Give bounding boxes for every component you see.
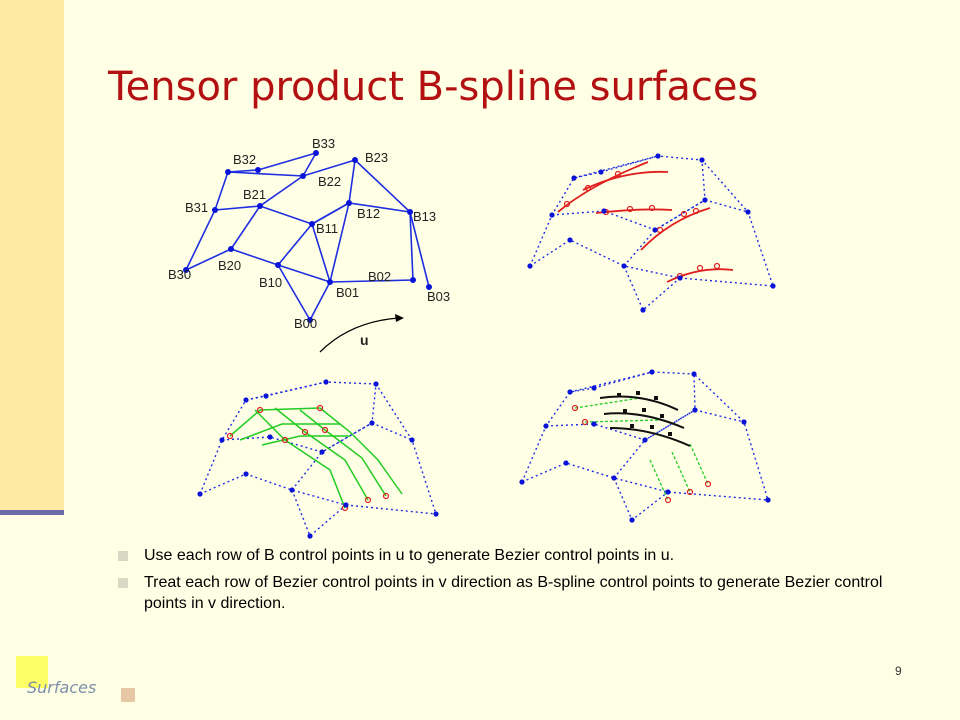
labeled-control-net (185, 152, 430, 321)
footer-section-label: Surfaces (27, 678, 97, 697)
label-b30: B30 (168, 267, 191, 282)
net-with-black-curves (519, 369, 771, 523)
label-b10: B10 (259, 275, 282, 290)
net-with-green-grid (197, 379, 439, 539)
left-accent-underline (0, 510, 64, 515)
bullet-list: Use each row of B control points in u to… (118, 545, 918, 620)
slide-title: Tensor product B-spline surfaces (108, 64, 759, 110)
u-direction-arrow (319, 314, 404, 353)
control-points (183, 150, 432, 323)
bullet-text: Use each row of B control points in u to… (144, 547, 675, 564)
footer-accent-small-square (121, 688, 135, 702)
label-b12: B12 (357, 206, 380, 221)
label-b00: B00 (294, 316, 317, 331)
label-b31: B31 (185, 200, 208, 215)
label-b32: B32 (233, 152, 256, 167)
label-b02: B02 (368, 269, 391, 284)
label-b03: B03 (427, 289, 450, 304)
label-b20: B20 (218, 258, 241, 273)
label-b11: B11 (316, 221, 338, 236)
bullet-item: Use each row of B control points in u to… (118, 545, 918, 566)
bullet-item: Treat each row of Bezier control points … (118, 572, 918, 614)
label-b33: B33 (312, 136, 335, 151)
label-b13: B13 (413, 209, 436, 224)
control-point-labels: B33 B32 B23 B22 B21 B31 B12 B13 B11 B30 … (168, 136, 450, 331)
left-accent-bar (0, 0, 64, 510)
net-with-red-curves (527, 153, 776, 313)
bullet-marker (118, 578, 128, 588)
label-b01: B01 (336, 285, 359, 300)
u-direction-label: u (360, 332, 369, 348)
label-b22: B22 (318, 174, 341, 189)
bullet-text: Treat each row of Bezier control points … (144, 574, 883, 612)
bullet-marker (118, 551, 128, 561)
page-number: 9 (895, 664, 902, 678)
label-b21: B21 (243, 187, 266, 202)
footer-accent-square (16, 656, 48, 688)
label-b23: B23 (365, 150, 388, 165)
